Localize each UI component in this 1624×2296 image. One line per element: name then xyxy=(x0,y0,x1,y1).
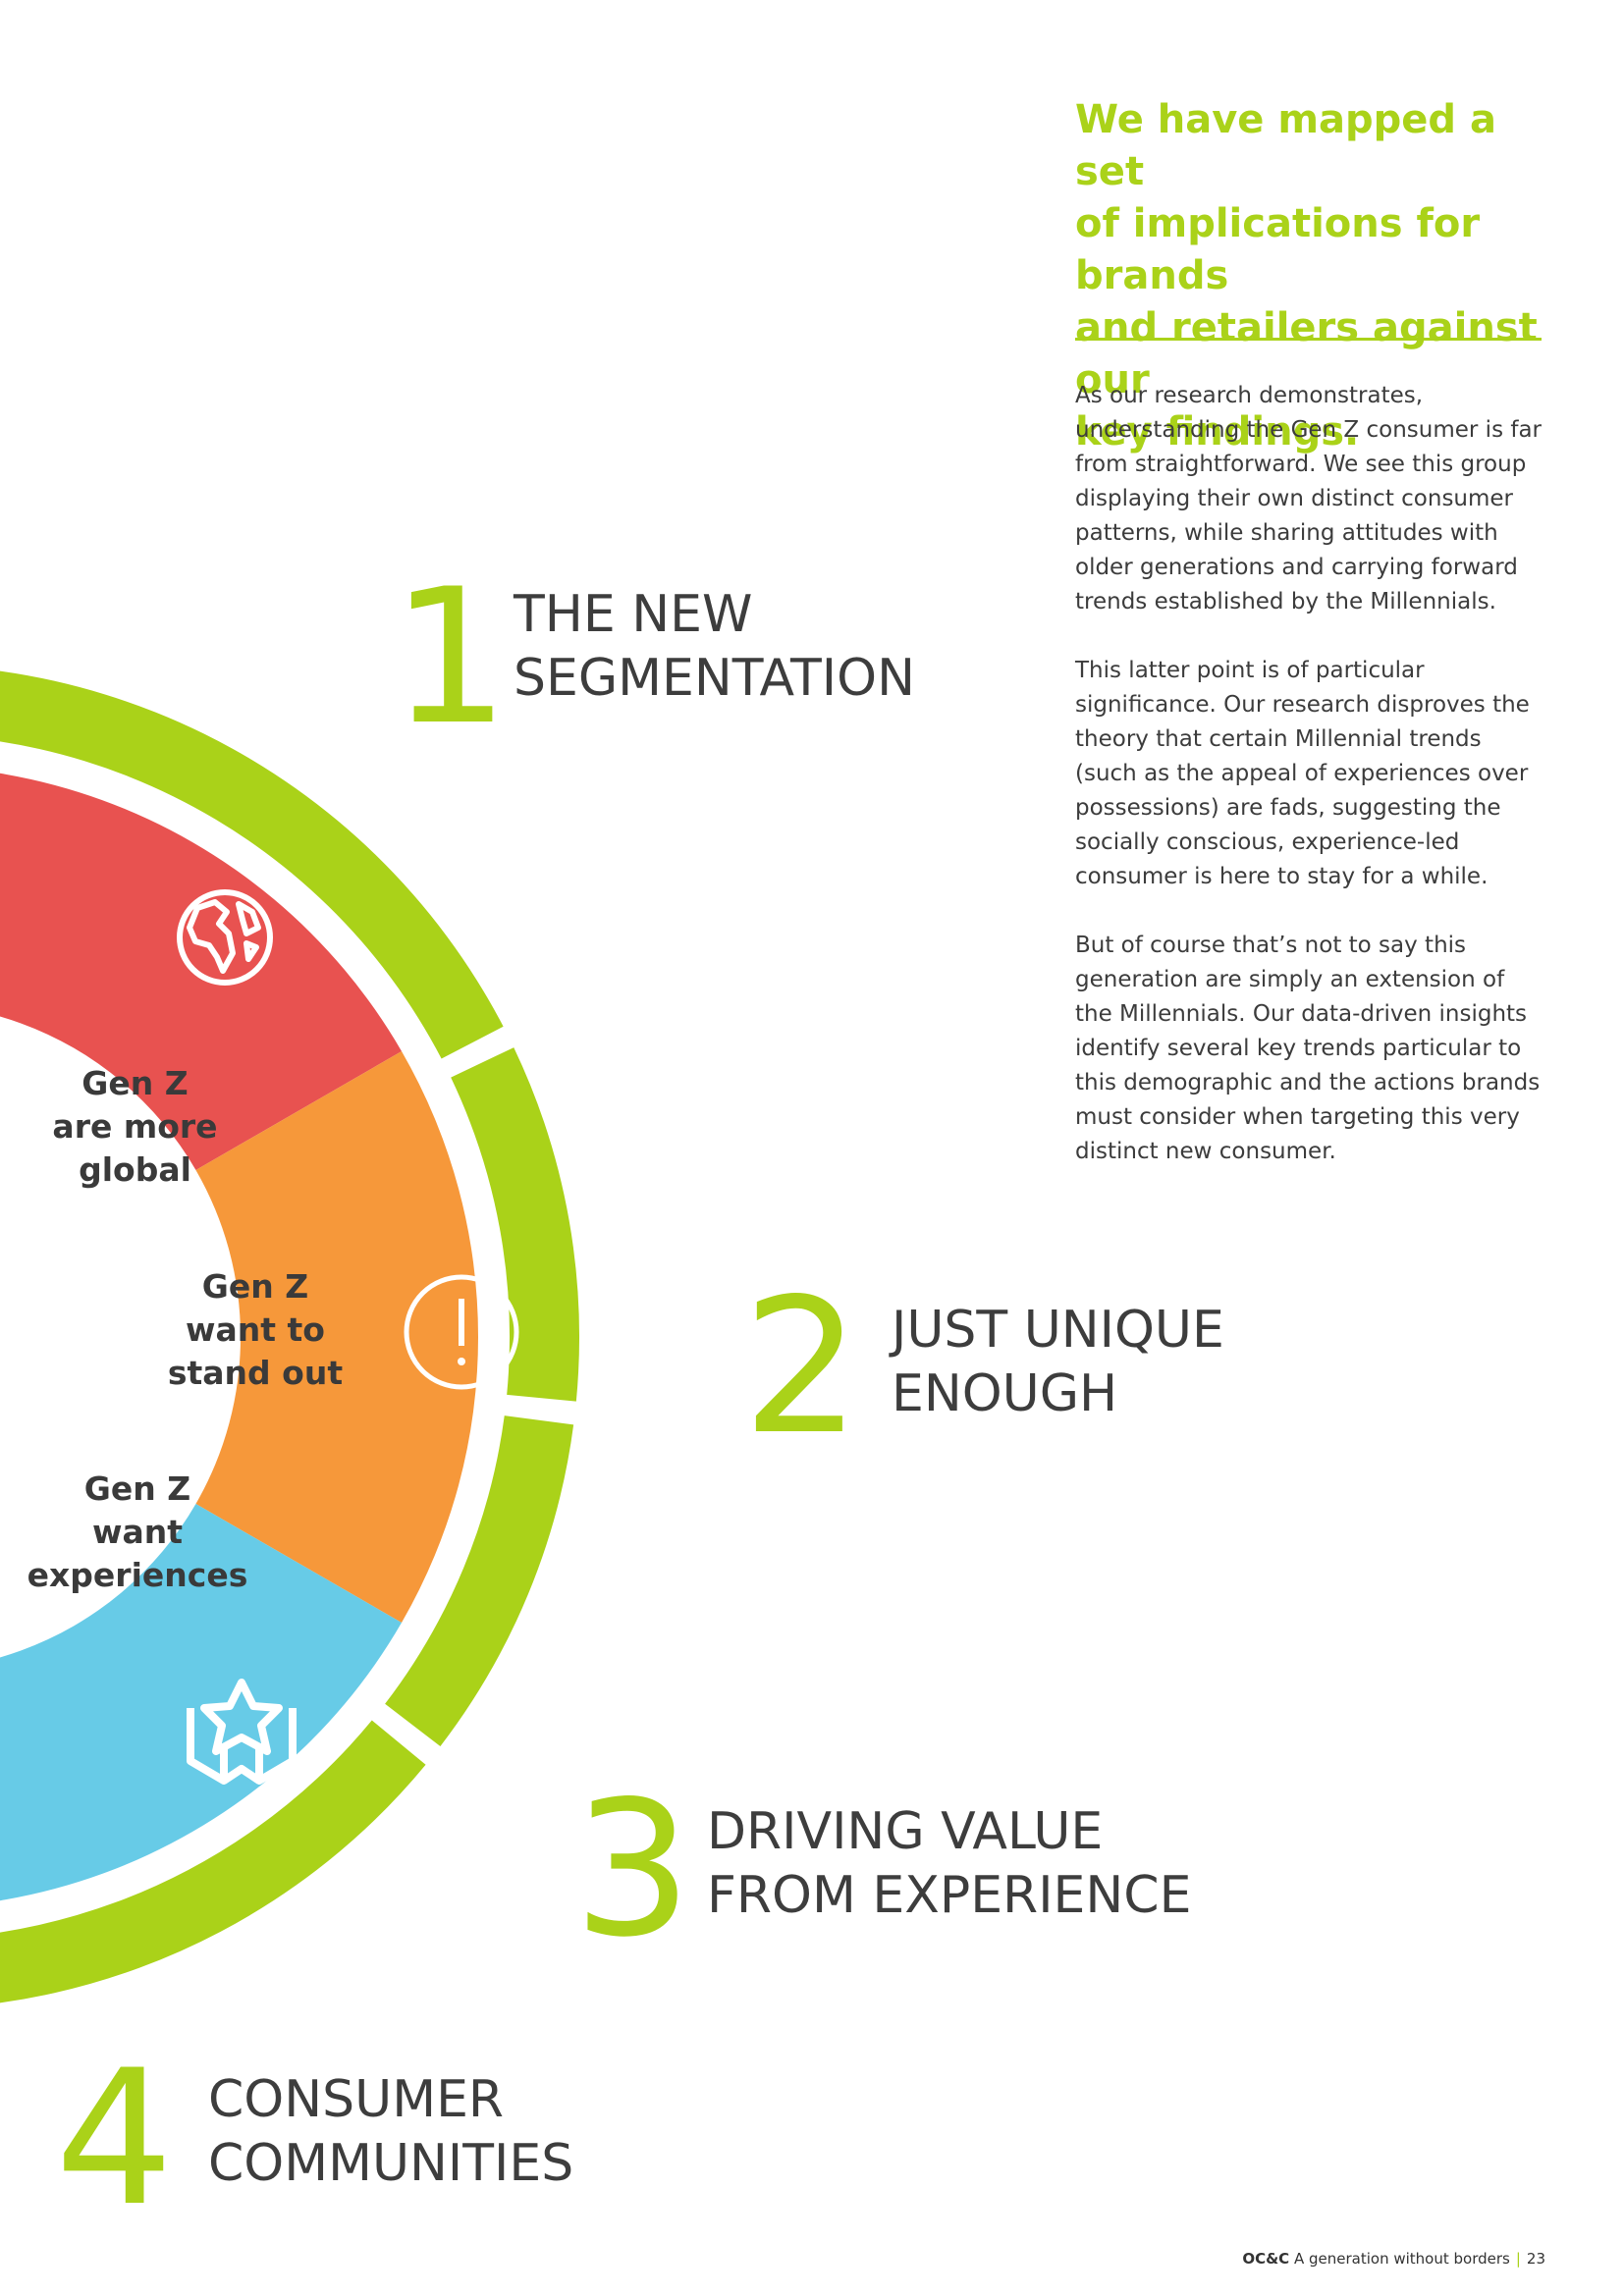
finding-title-line: DRIVING VALUE xyxy=(707,1802,1104,1861)
exclamation-icon xyxy=(404,1274,519,1390)
outer-ring-segment xyxy=(0,670,504,1059)
finding-title-line: FROM EXPERIENCE xyxy=(707,1866,1192,1925)
inner-ring xyxy=(0,773,478,1901)
finding-title-line: JUST UNIQUE xyxy=(892,1301,1224,1360)
finding-number-3: 3 xyxy=(573,1761,692,1978)
page-number: 23 xyxy=(1526,2250,1545,2268)
inner-ring-segment xyxy=(0,1504,403,1901)
outer-ring-segment xyxy=(0,1720,426,2003)
segment-label-line: stand out xyxy=(167,1354,344,1392)
footer-separator: | xyxy=(1515,2250,1521,2268)
outer-ring-segment xyxy=(451,1047,579,1402)
star-box-icon xyxy=(187,1679,297,1785)
finding-title-line: CONSUMER xyxy=(208,2070,505,2129)
body-paragraph: But of course that’s not to say this gen… xyxy=(1075,933,1541,1164)
inner-ring-segment xyxy=(0,773,403,1170)
finding-number-4: 4 xyxy=(55,2030,174,2247)
headline-line: and retailers against our xyxy=(1075,305,1538,402)
outer-ring xyxy=(0,670,579,2003)
headline-divider xyxy=(1075,338,1542,341)
body-paragraph: This latter point is of particular signi… xyxy=(1075,658,1530,889)
inner-ring-segment xyxy=(195,1051,478,1623)
finding-title-4: CONSUMER COMMUNITIES xyxy=(208,2068,573,2196)
footer-title: A generation without borders xyxy=(1293,2250,1510,2268)
segment-label-line: Gen Z xyxy=(81,1064,189,1102)
segment-label-stand-out: Gen Z want to stand out xyxy=(157,1265,353,1395)
finding-title-line: THE NEW xyxy=(514,585,753,644)
segment-label-line: want to xyxy=(186,1310,325,1349)
finding-title-line: ENOUGH xyxy=(892,1364,1118,1423)
finding-number-2: 2 xyxy=(742,1258,861,1475)
headline-line: key findings. xyxy=(1075,409,1360,454)
finding-title-line: SEGMENTATION xyxy=(514,649,915,708)
finding-title-2: JUST UNIQUE ENOUGH xyxy=(892,1299,1224,1426)
outer-ring-segment xyxy=(385,1415,574,1747)
segment-label-line: Gen Z xyxy=(201,1267,309,1306)
headline: We have mapped a set of implications for… xyxy=(1075,94,1566,458)
footer-brand: OC&C xyxy=(1242,2250,1290,2268)
segment-label-experiences: Gen Z want experiences xyxy=(20,1468,255,1597)
finding-title-3: DRIVING VALUE FROM EXPERIENCE xyxy=(707,1800,1191,1928)
finding-title-1: THE NEW SEGMENTATION xyxy=(514,583,915,711)
segment-label-line: experiences xyxy=(27,1556,248,1594)
body-paragraph: As our research demonstrates, understand… xyxy=(1075,383,1543,614)
finding-number-1: 1 xyxy=(391,549,510,766)
headline-line: We have mapped a set xyxy=(1075,97,1496,194)
segment-label-line: are more xyxy=(52,1107,218,1146)
page-footer: OC&C A generation without borders | 23 xyxy=(1242,2250,1545,2268)
segment-label-line: want xyxy=(91,1513,184,1551)
segment-label-line: global xyxy=(79,1150,191,1189)
globe-icon xyxy=(177,889,273,986)
segment-label-global: Gen Z are more global xyxy=(39,1062,231,1192)
intro-body: As our research demonstrates, understand… xyxy=(1075,379,1546,1203)
finding-title-line: COMMUNITIES xyxy=(208,2134,574,2193)
segment-label-line: Gen Z xyxy=(83,1469,191,1508)
headline-line: of implications for brands xyxy=(1075,201,1481,298)
